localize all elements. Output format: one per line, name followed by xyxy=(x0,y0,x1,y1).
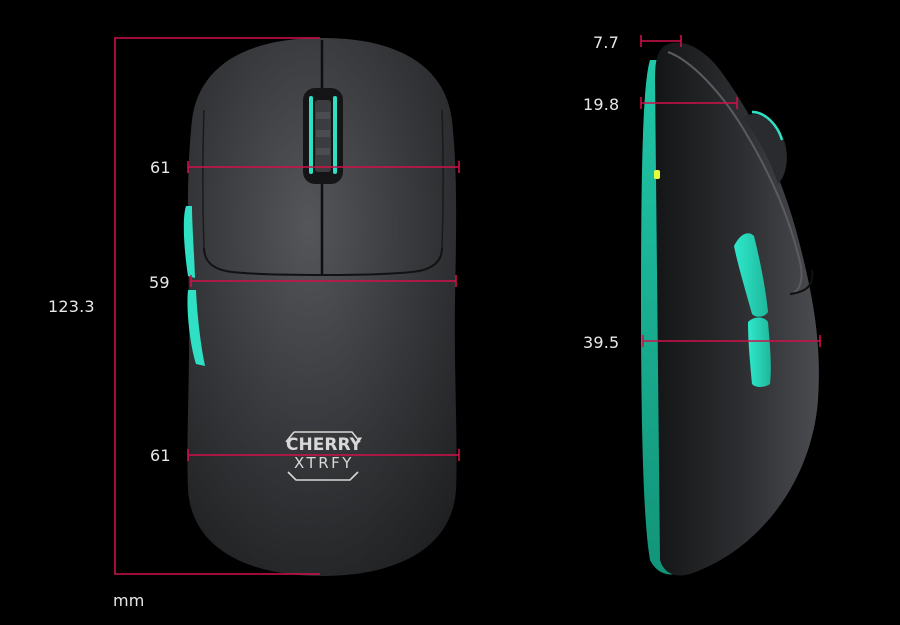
dimension-label-front-height: 19.8 xyxy=(583,95,620,114)
dimension-label-front-width: 61 xyxy=(150,158,171,177)
dimension-label-rear-width: 61 xyxy=(150,446,171,465)
dimension-label-length: 123.3 xyxy=(48,297,95,316)
dimension-max-height-line xyxy=(642,335,821,347)
status-led xyxy=(654,170,660,179)
dimension-lines xyxy=(114,35,821,575)
dimension-label-front-min-height: 7.7 xyxy=(593,33,620,52)
dimension-middle-width-line xyxy=(190,275,457,287)
dimension-front-min-height-line xyxy=(640,35,682,47)
side-button-rear xyxy=(187,290,205,366)
dimension-rear-width-line xyxy=(187,449,460,461)
logo-line-xtrfy: XTRFY xyxy=(294,454,354,472)
button-edge xyxy=(203,247,443,276)
logo-line-cherry: CHERRY xyxy=(286,435,362,455)
dimension-length-line xyxy=(114,37,320,575)
dimension-label-max-height: 39.5 xyxy=(583,333,620,352)
mouse-side-body xyxy=(655,42,819,576)
mouse-top-view xyxy=(183,38,457,576)
mouse-side-view xyxy=(641,42,819,576)
dimension-label-middle-width: 59 xyxy=(149,273,170,292)
dimension-front-width-line xyxy=(187,161,460,173)
dimension-front-height-line xyxy=(640,97,738,109)
mouse-top-body xyxy=(187,38,457,576)
unit-label: mm xyxy=(113,591,145,610)
scroll-wheel-side xyxy=(742,114,787,184)
side-button-front-side xyxy=(734,233,768,317)
logo-badge xyxy=(285,431,361,481)
side-button-rear-side xyxy=(748,317,771,387)
side-button-front xyxy=(183,206,195,278)
